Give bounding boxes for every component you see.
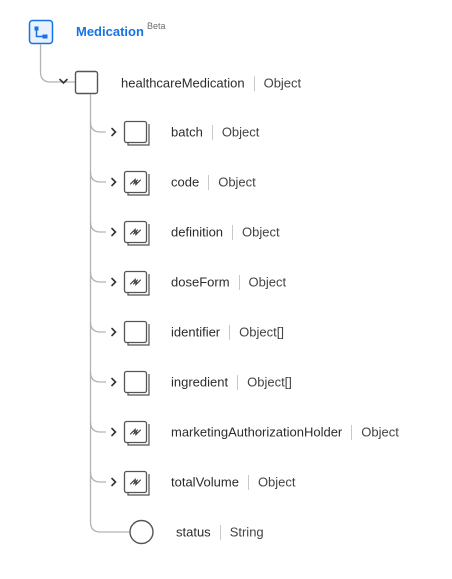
field-row-label[interactable]: code Object [171,174,256,191]
field-type: Object [361,424,399,440]
field-type: Object[] [239,324,284,340]
connector-line [89,271,106,283]
field-type: Object [221,124,260,140]
chevron-right-icon[interactable] [111,277,117,287]
primitive-icon [129,519,154,545]
linked-object-icon [123,270,150,296]
field-row-label[interactable]: status String [176,524,264,541]
field-name: identifier [171,324,221,340]
field-type: Object [248,274,287,290]
field-name: doseForm [171,274,230,290]
separator [219,525,221,541]
separator [211,125,213,141]
chevron-right-icon[interactable] [111,427,117,437]
chevron-right-icon[interactable] [111,327,117,337]
separator [232,225,234,241]
chevron-right-icon[interactable] [111,227,117,237]
object-icon [123,370,150,396]
separator [229,325,231,341]
field-type: Object[] [247,374,292,390]
connector-line [39,44,75,83]
field-type: Object [242,224,280,240]
field-row-label[interactable]: doseForm Object [171,274,286,291]
field-type: Object [263,75,302,91]
beta-badge: Beta [147,21,166,31]
separator [237,375,239,391]
connector-line [89,321,106,333]
object-icon [123,120,150,146]
chevron-down-icon[interactable] [59,78,68,85]
linked-object-icon [123,420,150,446]
connector-line [89,371,106,383]
separator [351,425,353,441]
chevron-right-icon[interactable] [111,477,117,487]
chevron-right-icon[interactable] [111,127,117,137]
schema-tree-icon[interactable] [28,19,54,45]
schema-title[interactable]: Medication [76,24,144,39]
field-type: Object [257,474,296,490]
field-type: String [229,524,264,540]
object-node-label[interactable]: healthcareMedication Object [121,75,301,92]
connector-line [89,171,106,183]
chevron-right-icon[interactable] [111,177,117,187]
connector-line [89,221,106,233]
field-row-label[interactable]: totalVolume Object [171,474,296,491]
field-name: ingredient [171,374,229,390]
object-icon [123,320,150,346]
connector-line [89,121,106,133]
field-row-label[interactable]: definition Object [171,224,280,241]
field-name: batch [171,124,203,140]
field-name: totalVolume [171,474,239,490]
connector-line [89,471,106,483]
field-row-label[interactable]: identifier Object[] [171,324,284,341]
linked-object-icon [123,220,150,246]
linked-object-icon [123,170,150,196]
field-row-label[interactable]: batch Object [171,124,259,141]
field-row-label[interactable]: marketingAuthorizationHolder Object [171,424,399,441]
connector-line [89,421,106,433]
linked-object-icon [123,470,150,496]
separator [208,175,210,191]
field-name: healthcareMedication [121,75,245,91]
chevron-right-icon[interactable] [111,377,117,387]
separator [247,475,249,491]
field-row-label[interactable]: ingredient Object[] [171,374,292,391]
field-name: code [171,174,200,190]
field-name: marketingAuthorizationHolder [171,424,343,440]
connector-line [89,521,130,533]
field-type: Object [218,174,256,190]
object-icon [74,70,99,95]
field-name: status [176,524,211,540]
field-name: definition [171,224,224,240]
separator [238,275,240,291]
separator [253,76,255,92]
